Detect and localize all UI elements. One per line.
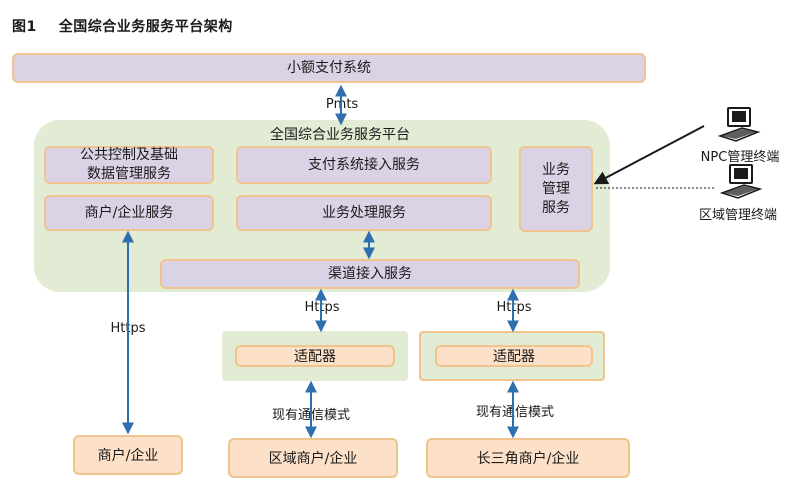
channel-access-box: 渠道接入服务 [160, 259, 580, 289]
merchant-box: 商户/企业 [73, 435, 183, 475]
adapter-right-box: 适配器 [435, 345, 593, 367]
yrd-merchant-label: 长三角商户/企业 [476, 451, 580, 467]
npc-terminal-label: NPC管理终端 [700, 150, 780, 165]
regional-merchant-box: 区域商户/企业 [228, 438, 398, 478]
adapter-left-label: 适配器 [294, 349, 336, 365]
merchant-service-label: 商户/企业服务 [84, 204, 174, 221]
business-processing-label: 业务处理服务 [322, 204, 406, 221]
merchant-label: 商户/企业 [97, 448, 159, 464]
business-mgmt-label: 业务 管理 服务 [542, 161, 570, 216]
regional-computer-icon [719, 164, 763, 199]
regional-terminal-label: 区域管理终端 [698, 208, 777, 223]
adapter-right-label: 适配器 [493, 349, 535, 365]
payment-access-box: 支付系统接入服务 [236, 146, 492, 184]
figure-number: 图1 [12, 19, 37, 35]
platform-title: 全国综合业务服务平台 [270, 127, 410, 143]
merchant-service-box: 商户/企业服务 [44, 195, 214, 231]
figure-title: 图1 全国综合业务服务平台架构 [12, 16, 233, 36]
figure-title-text: 全国综合业务服务平台架构 [58, 19, 233, 35]
payment-access-label: 支付系统接入服务 [308, 156, 420, 173]
yrd-merchant-box: 长三角商户/企业 [426, 438, 630, 478]
regional-merchant-label: 区域商户/企业 [268, 451, 358, 467]
business-mgmt-box: 业务 管理 服务 [519, 146, 593, 232]
npc-terminal-arrow [593, 125, 705, 185]
adapter-left-box: 适配器 [235, 345, 395, 367]
business-processing-box: 业务处理服务 [236, 195, 492, 231]
public-control-box: 公共控制及基础 数据管理服务 [44, 146, 214, 184]
channel-access-label: 渠道接入服务 [328, 265, 412, 282]
micro-payment-system-box: 小额支付系统 [12, 53, 646, 83]
npc-computer-icon [717, 107, 761, 142]
public-control-label: 公共控制及基础 数据管理服务 [80, 147, 178, 182]
micro-payment-system-label: 小额支付系统 [287, 59, 371, 76]
